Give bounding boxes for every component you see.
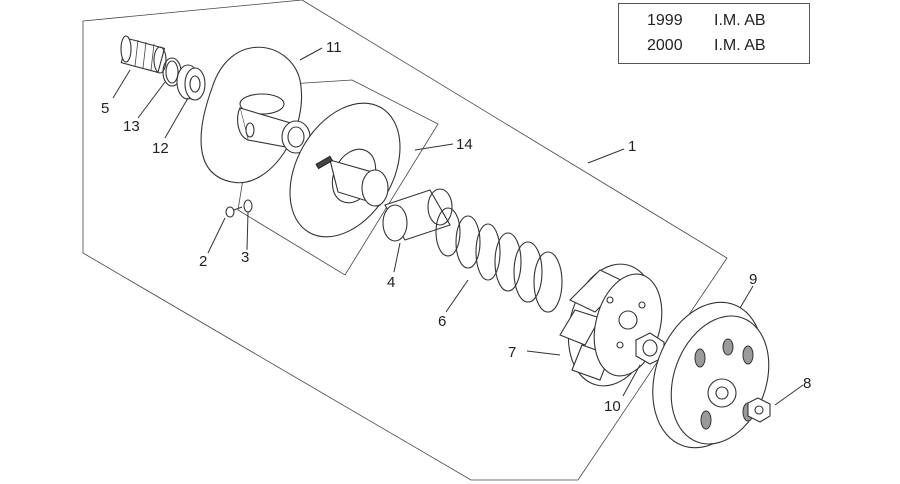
callout-3: 3 (241, 249, 249, 266)
part-2-screw (225, 206, 243, 218)
callout-1: 1 (628, 138, 636, 155)
assembly-frame-14 (237, 79, 439, 276)
callout-12: 12 (152, 140, 169, 157)
callout-6: 6 (438, 313, 446, 330)
legend-year: 1999 (647, 12, 683, 29)
part-11-fixed-pulley (200, 46, 311, 184)
callout-8: 8 (803, 375, 811, 392)
callout-4: 4 (387, 274, 395, 291)
legend-code: I.M. AB (714, 37, 766, 54)
callout-14: 14 (456, 136, 473, 153)
model-year-legend: 1999 I.M. AB 2000 I.M. AB (618, 3, 810, 64)
legend-row: 1999 I.M. AB (619, 12, 809, 34)
leader-lines (112, 47, 804, 406)
part-12-bearing (176, 64, 206, 101)
legend-code: I.M. AB (714, 12, 766, 29)
part-4-sleeve (382, 188, 453, 242)
assembly-frame-1 (82, 0, 728, 481)
part-8-nut (747, 397, 771, 423)
part-3-washer (243, 199, 253, 213)
callout-11: 11 (326, 39, 342, 56)
callout-10: 10 (604, 398, 621, 415)
part-14-movable-pulley (289, 102, 401, 238)
legend-row: 2000 I.M. AB (619, 37, 809, 59)
part-6-spring (435, 207, 563, 313)
callout-2: 2 (199, 253, 207, 270)
callout-9: 9 (749, 271, 757, 288)
callout-5: 5 (101, 100, 109, 117)
part-9-clutch-bell (652, 301, 770, 449)
part-5-bearing (120, 35, 167, 74)
callout-13: 13 (123, 118, 140, 135)
legend-year: 2000 (647, 37, 683, 54)
callout-7: 7 (508, 344, 516, 361)
